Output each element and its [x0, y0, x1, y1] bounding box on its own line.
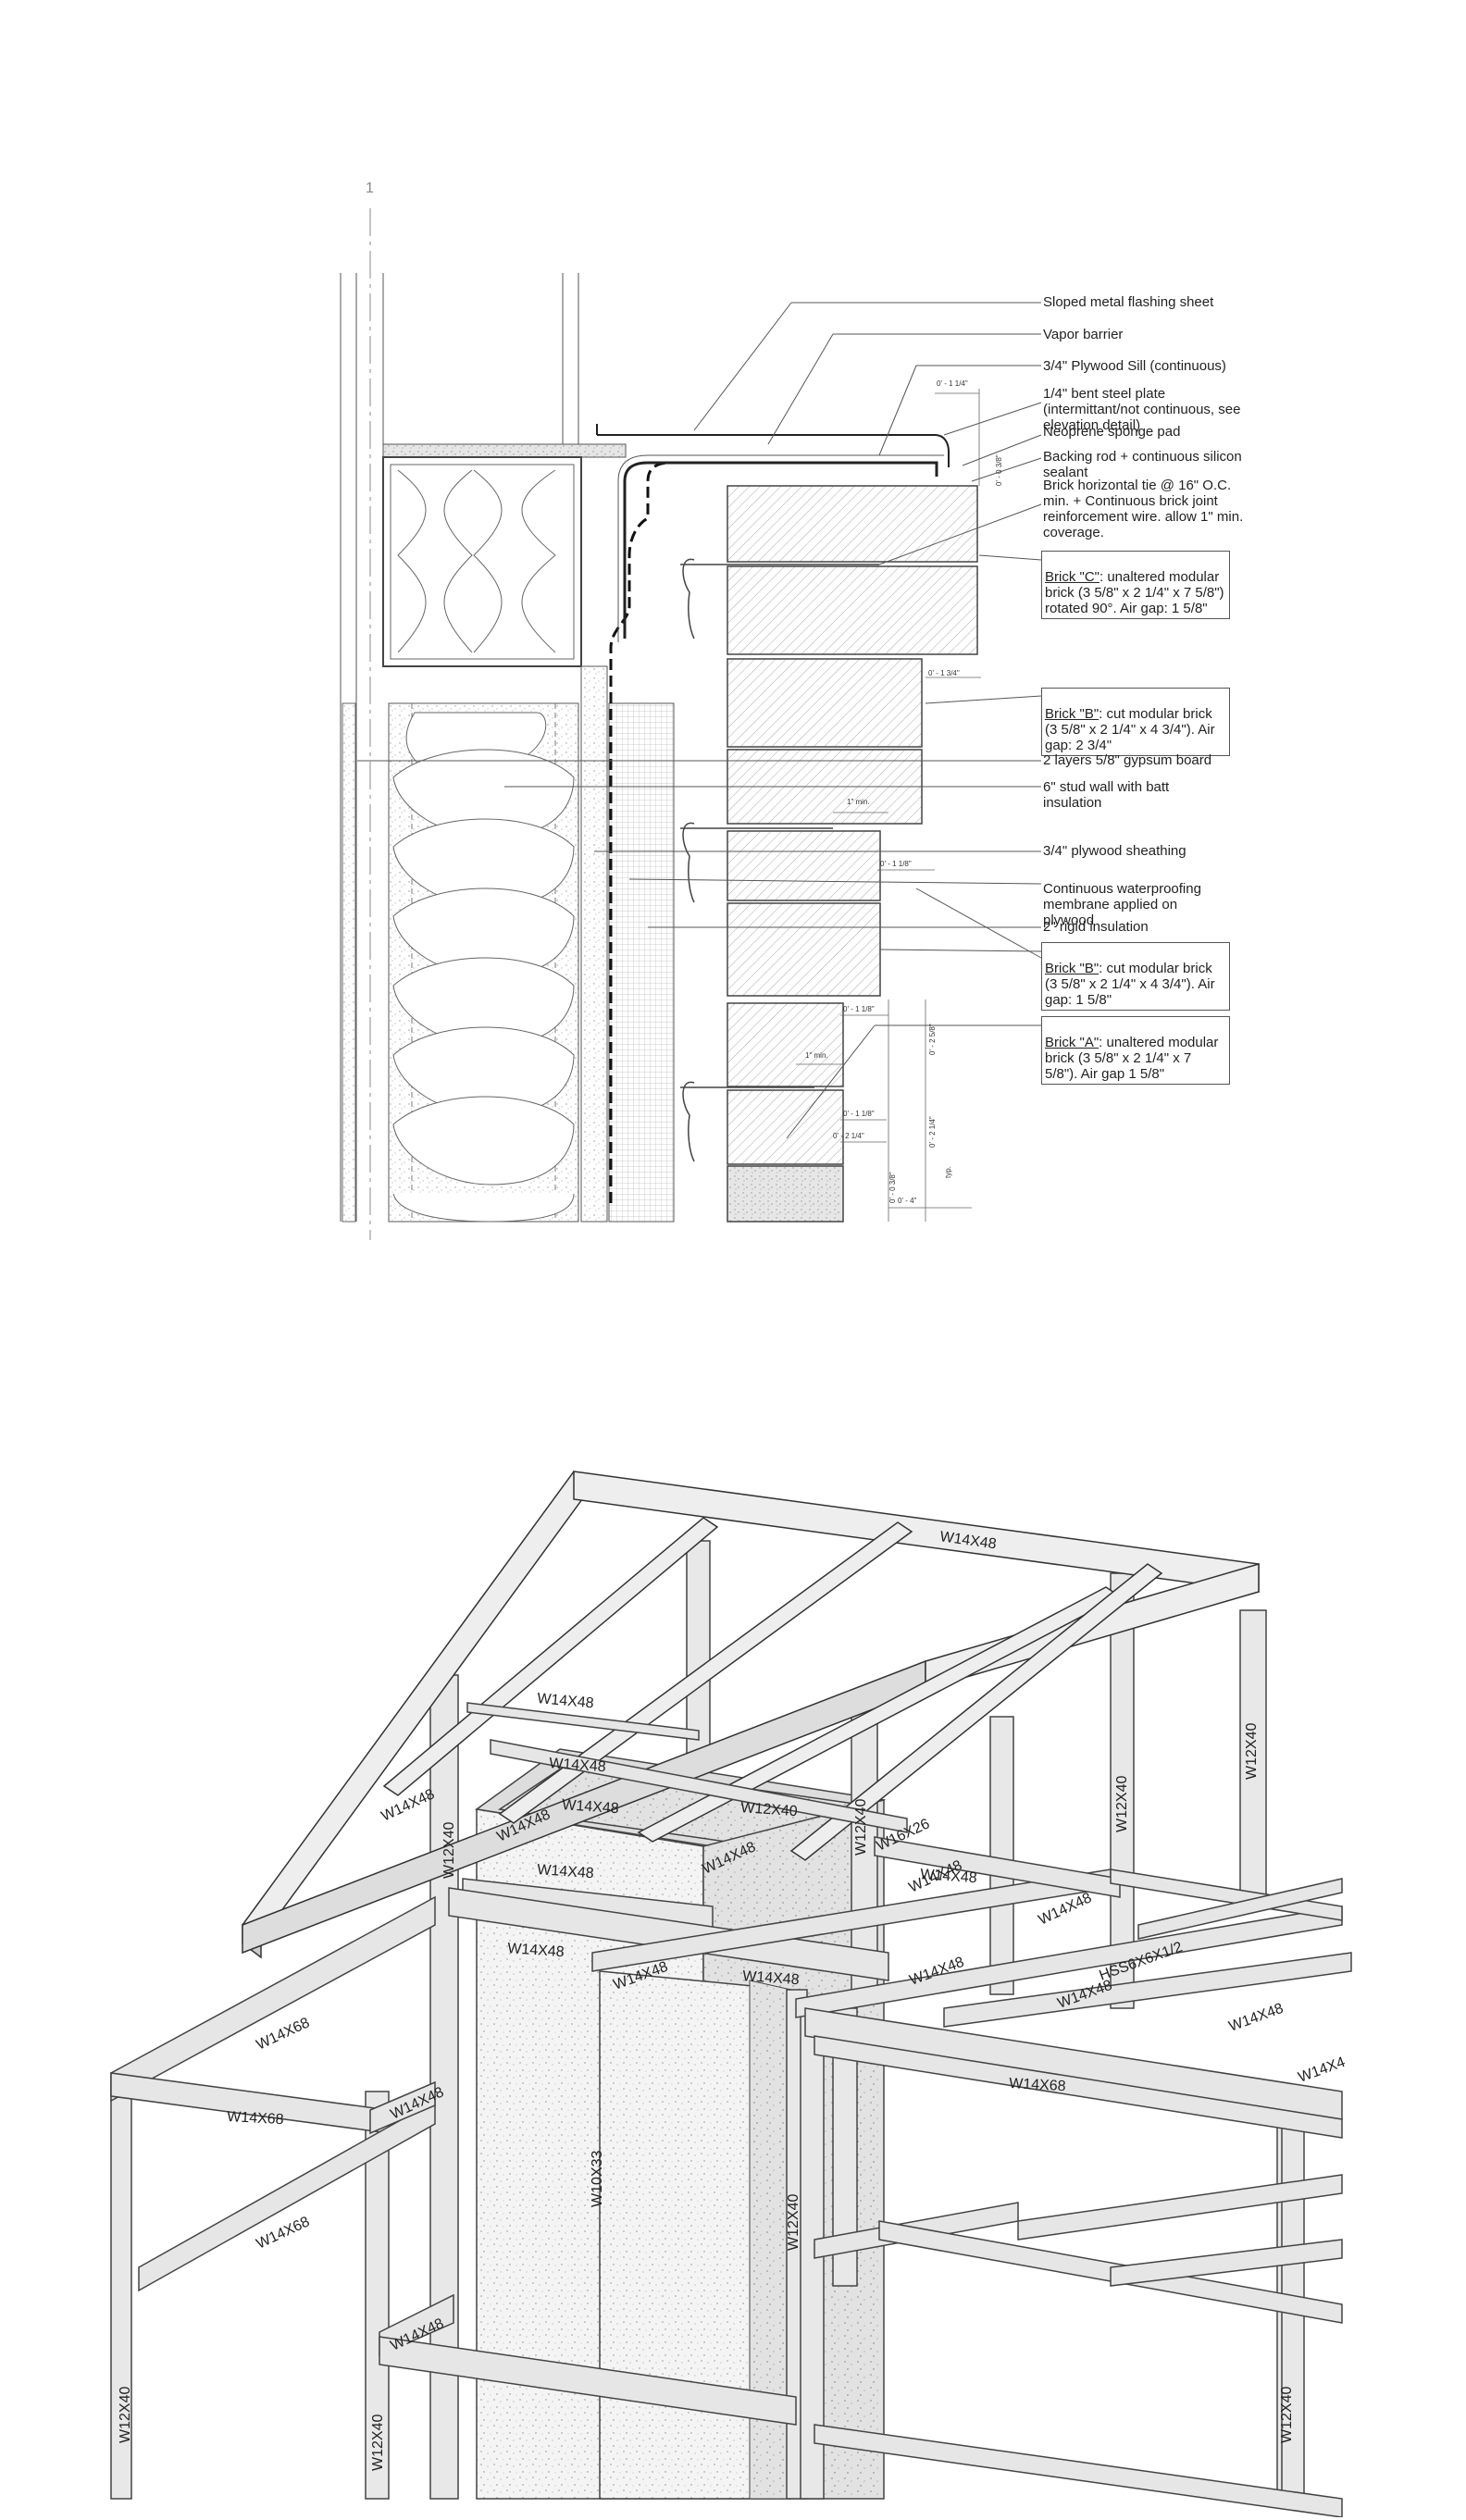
callout-neoprene: Neoprene sponge pad — [1043, 424, 1181, 440]
callout-brick-tie: Brick horizontal tie @ 16" O.C. min. + C… — [1043, 478, 1244, 540]
member-label: W14X68 — [255, 2015, 313, 2053]
brick-b-lower-title: Brick "B" — [1045, 961, 1100, 976]
dim-text: 1" min. — [847, 798, 870, 806]
member-label: W10X33 — [590, 2151, 605, 2207]
roof-frame — [241, 1470, 1260, 1959]
brick-a-text: : unaltered modular brick (3 5/8" x 2 1/… — [1045, 1035, 1219, 1082]
callout-plywood-sill: 3/4" Plywood Sill (continuous) — [1043, 358, 1226, 374]
member-label: W14X4 — [1297, 2054, 1348, 2086]
metal-flashing — [597, 434, 950, 467]
dim-text: 0' - 2 1/4" — [833, 1132, 864, 1140]
gypsum-board — [342, 702, 356, 1223]
member-label: W14X48 — [920, 1867, 978, 1886]
dim-text: 0' - 0 3/8" — [888, 1172, 897, 1203]
dim-text: typ. — [944, 1166, 952, 1178]
brick-wythe — [727, 485, 978, 1223]
member-label: W12X40 — [441, 1822, 457, 1879]
member-label: W14X68 — [1009, 2076, 1066, 2094]
dimension-lines — [796, 389, 981, 1222]
member-label: W12X40 — [1114, 1776, 1130, 1832]
member-label: W14X48 — [507, 1941, 565, 1960]
dim-text: 0' - 1 1/8" — [843, 1110, 875, 1118]
dim-text: 0' - 1 1/4" — [937, 379, 968, 388]
callout-rigid-insulation: 2" rigid insulation — [1043, 919, 1149, 935]
dim-text: 0' - 1 1/8" — [880, 860, 912, 868]
upper-batt-insulation — [397, 469, 556, 653]
left-frame — [110, 1895, 797, 2426]
member-label: W12X40 — [1244, 1723, 1260, 1780]
dim-text: 1" min. — [805, 1051, 828, 1060]
callout-flashing: Sloped metal flashing sheet — [1043, 294, 1214, 310]
brick-b-upper-text: : cut modular brick (3 5/8" x 2 1/4" x 4… — [1045, 706, 1215, 753]
brick-b-upper-title: Brick "B" — [1045, 706, 1100, 722]
member-label: W14X48 — [549, 1756, 607, 1775]
brick-c-title: Brick "C" — [1045, 569, 1100, 585]
callout-plywood-sheathing: 3/4" plywood sheathing — [1043, 843, 1186, 859]
member-label: W14X48 — [537, 1862, 595, 1881]
brick-ties — [680, 558, 879, 1162]
callout-vapor-barrier: Vapor barrier — [1043, 327, 1124, 342]
member-label: W12X40 — [740, 1800, 799, 1819]
member-label: W12X40 — [786, 2194, 801, 2251]
grid-marker: 1 — [366, 180, 374, 196]
brick-a-title: Brick "A" — [1045, 1035, 1100, 1050]
brick-c-text: : unaltered modular brick (3 5/8" x 2 1/… — [1045, 569, 1224, 616]
member-label: W12X40 — [1279, 2387, 1295, 2443]
plywood-sheathing — [580, 665, 608, 1223]
member-label: W14X48 — [562, 1797, 620, 1817]
bent-steel-plate — [623, 461, 938, 639]
dim-text: 0' - 0 3/8" — [995, 454, 1003, 486]
wall-section-detail — [340, 208, 1042, 1240]
callout-stud-wall: 6" stud wall with batt insulation — [1043, 779, 1170, 811]
dim-text: 0' - 1 1/8" — [843, 1005, 875, 1013]
member-label: W12X40 — [118, 2387, 133, 2443]
callout-bent-plate: 1/4" bent steel plate (intermittant/not … — [1043, 386, 1241, 433]
callout-brick-b-upper: Brick "B": cut modular brick (3 5/8" x 2… — [1041, 688, 1230, 756]
callout-brick-c: Brick "C": unaltered modular brick (3 5/… — [1041, 551, 1230, 619]
steel-frame-model: W14X48 W14X48 W14X48 W14X48 W14X48 W14X4… — [110, 1470, 1352, 2517]
member-label: W12X40 — [370, 2414, 386, 2471]
member-label: W14X68 — [227, 2109, 284, 2128]
callout-waterproofing: Continuous waterproofing membrane applie… — [1043, 881, 1201, 928]
callout-brick-a: Brick "A": unaltered modular brick (3 5/… — [1041, 1016, 1230, 1085]
lower-right-frame — [814, 2035, 1343, 2517]
member-label: W14X48 — [1227, 2001, 1286, 2035]
leader-lines — [357, 302, 1042, 1139]
dim-text: 0' - 2 1/4" — [928, 1116, 937, 1148]
callout-brick-b-lower: Brick "B": cut modular brick (3 5/8" x 2… — [1041, 942, 1230, 1011]
member-label: W14X48 — [379, 1786, 438, 1824]
rigid-insulation — [608, 702, 675, 1223]
plywood-sill — [382, 443, 627, 458]
member-label: W14X48 — [742, 1968, 801, 1988]
waterproofing-membrane — [609, 461, 935, 1203]
member-label: W14X48 — [537, 1691, 595, 1711]
brick-b-lower-text: : cut modular brick (3 5/8" x 2 1/4" x 4… — [1045, 961, 1215, 1008]
dim-text: 0' - 4" — [898, 1197, 917, 1205]
member-label: W12X40 — [853, 1799, 869, 1856]
upper-frame — [382, 456, 582, 667]
mid-level-beams — [448, 1702, 1352, 2120]
dim-text: 0' - 1 3/4" — [928, 669, 960, 677]
callout-gypsum: 2 layers 5/8" gypsum board — [1043, 752, 1212, 768]
lower-batt-insulation — [392, 712, 575, 1223]
dim-text: 0' - 2 5/8" — [928, 1024, 937, 1055]
callout-backing-rod: Backing rod + continuous silicon sealant — [1043, 449, 1242, 480]
